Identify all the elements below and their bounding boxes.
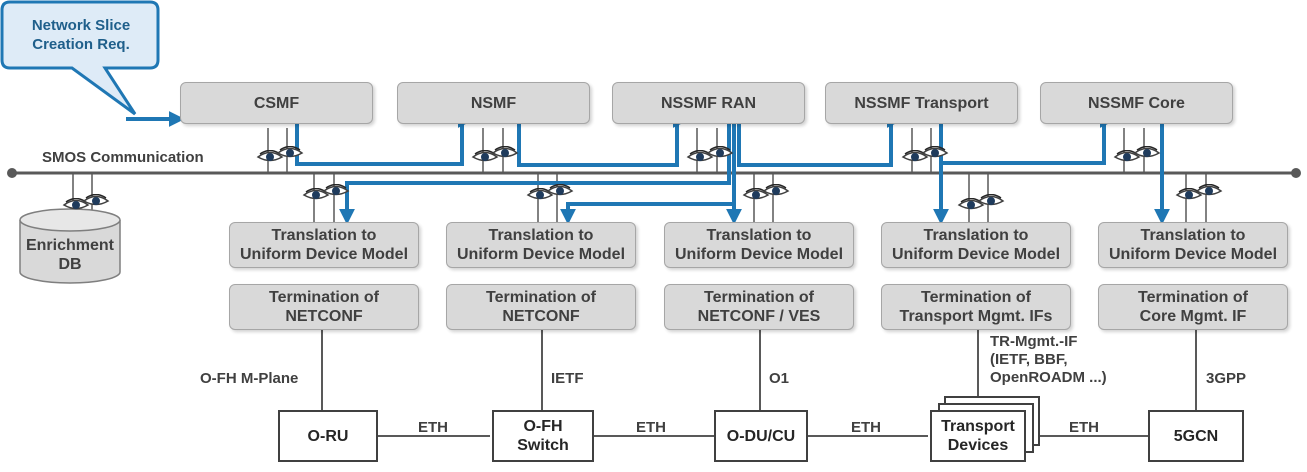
oru-device[interactable]: O-RU (278, 410, 378, 462)
translation-box-3[interactable]: Translation to Uniform Device Model (664, 222, 854, 268)
transport-line1: Transport (941, 418, 1015, 435)
tr-line3: OpenROADM ...) (990, 369, 1107, 386)
tr-line1: TR-Mgmt.-IF (990, 333, 1078, 350)
termination-line2: NETCONF / VES (697, 308, 821, 325)
o1-label: O1 (769, 370, 790, 387)
eye-icon (742, 188, 770, 200)
nssmf-ran-box[interactable]: NSSMF RAN (612, 82, 805, 124)
eye-icon (491, 146, 519, 158)
translation-line1: Translation to (1140, 227, 1246, 244)
translation-box-4[interactable]: Translation to Uniform Device Model (881, 222, 1071, 268)
termination-box-3[interactable]: Termination of NETCONF / VES (664, 284, 854, 330)
bus-endpoint-right-icon (1291, 168, 1301, 178)
eye-icon (62, 198, 90, 210)
termination-line1: Termination of (486, 289, 596, 306)
eye-icon (1175, 188, 1203, 200)
nsmf-box[interactable]: NSMF (397, 82, 590, 124)
ietf-label: IETF (551, 370, 584, 387)
eye-icon (921, 146, 949, 158)
transport-line2: Devices (947, 437, 1009, 454)
bus-label: SMOS Communication (42, 149, 204, 166)
eye-icon (471, 150, 499, 162)
bus-endpoint-left-icon (7, 168, 17, 178)
termination-line2: NETCONF (502, 308, 580, 325)
termination-box-5[interactable]: Termination of Core Mgmt. IF (1098, 284, 1288, 330)
translation-line2: Uniform Device Model (891, 246, 1061, 263)
eye-icon (546, 184, 574, 196)
db-line1: Enrichment (25, 237, 114, 254)
eye-icon (526, 188, 554, 200)
tr-line2: (IETF, BBF, (990, 351, 1068, 368)
termination-box-1[interactable]: Termination of NETCONF (229, 284, 419, 330)
switch-line2: Switch (517, 437, 569, 454)
termination-line2: Transport Mgmt. IFs (899, 308, 1053, 325)
tr-mgmt-if-label: TR-Mgmt.-IF (IETF, BBF, OpenROADM ...) (990, 333, 1107, 387)
eye-icon (302, 188, 330, 200)
callout-line2: Creation Req. (32, 36, 130, 53)
eye-icon (1195, 184, 1223, 196)
eye-icon (901, 150, 929, 162)
database-icon (19, 208, 121, 284)
eye-icon (322, 184, 350, 196)
bus-connectors (72, 128, 1207, 222)
request-flow (126, 111, 1170, 225)
termination-line1: Termination of (704, 289, 814, 306)
eth-label-2: ETH (636, 419, 666, 436)
eye-icon (706, 146, 734, 158)
eth-label-4: ETH (1069, 419, 1099, 436)
translation-line1: Translation to (706, 227, 812, 244)
nssmf-core-box[interactable]: NSSMF Core (1040, 82, 1233, 124)
enrichment-db-label: Enrichment DB (22, 236, 118, 274)
eye-icon (82, 194, 110, 206)
termination-line1: Termination of (269, 289, 379, 306)
termination-line1: Termination of (921, 289, 1031, 306)
switch-line1: O-FH (523, 418, 563, 435)
translation-box-5[interactable]: Translation to Uniform Device Model (1098, 222, 1288, 268)
translation-line2: Uniform Device Model (239, 246, 409, 263)
callout-line1: Network Slice (31, 17, 131, 34)
nssmf-transport-box[interactable]: NSSMF Transport (825, 82, 1018, 124)
translation-line1: Translation to (923, 227, 1029, 244)
translation-line2: Uniform Device Model (1108, 246, 1278, 263)
csmf-box[interactable]: CSMF (180, 82, 373, 124)
core-5gcn-device[interactable]: 5GCN (1148, 410, 1244, 462)
smos-bus (7, 168, 1301, 178)
eye-icon (957, 198, 985, 210)
eth-label-1: ETH (418, 419, 448, 436)
translation-line2: Uniform Device Model (456, 246, 626, 263)
device-links (321, 330, 1197, 437)
termination-line1: Termination of (1138, 289, 1248, 306)
termination-line2: NETCONF (285, 308, 363, 325)
eth-label-3: ETH (851, 419, 881, 436)
translation-line1: Translation to (488, 227, 594, 244)
ofh-switch-device[interactable]: O-FH Switch (492, 410, 594, 462)
db-line2: DB (58, 256, 82, 273)
termination-box-4[interactable]: Termination of Transport Mgmt. IFs (881, 284, 1071, 330)
threegpp-label: 3GPP (1206, 370, 1247, 387)
callout-bubble (0, 0, 160, 116)
eye-icon (977, 194, 1005, 206)
eye-icon (276, 146, 304, 158)
translation-line2: Uniform Device Model (674, 246, 844, 263)
translation-box-1[interactable]: Translation to Uniform Device Model (229, 222, 419, 268)
eye-icon (762, 184, 790, 196)
eye-icon (1133, 146, 1161, 158)
odu-cu-device[interactable]: O-DU/CU (714, 410, 808, 462)
ofh-mplane-label: O-FH M-Plane (200, 370, 299, 387)
termination-line2: Core Mgmt. IF (1139, 308, 1247, 325)
termination-box-2[interactable]: Termination of NETCONF (446, 284, 636, 330)
slice-request-callout: Network Slice Creation Req. (6, 4, 156, 66)
translation-line1: Translation to (271, 227, 377, 244)
translation-box-2[interactable]: Translation to Uniform Device Model (446, 222, 636, 268)
